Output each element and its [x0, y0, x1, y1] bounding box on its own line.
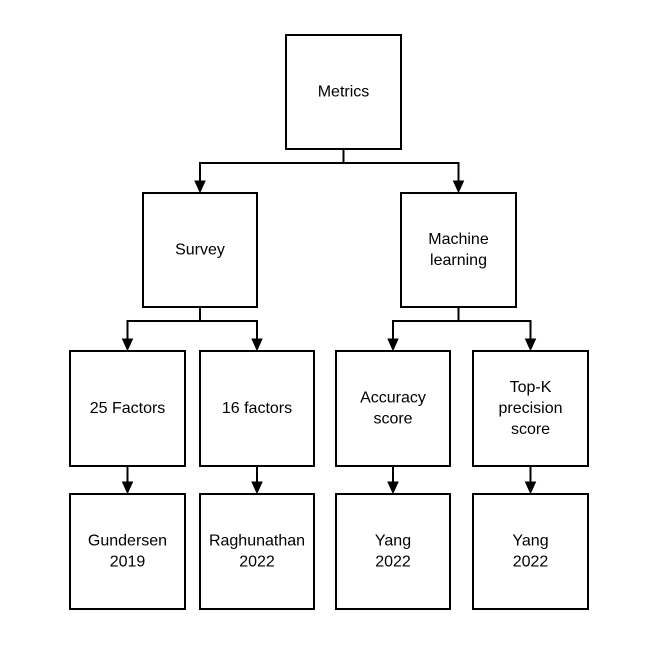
- edge-machine-learning-to-accuracy-score: [392, 307, 460, 341]
- node-raghunathan-2022: Raghunathan 2022: [199, 493, 315, 610]
- node-box-metrics: [285, 34, 402, 150]
- node-label-metrics-line-1: Metrics: [318, 84, 370, 101]
- node-label-gundersen-2019-line-1: Gundersen: [88, 533, 167, 550]
- node-label-topk-precision-score-line-3: score: [511, 421, 550, 438]
- node-box-yang-2022-b: [472, 493, 589, 610]
- node-survey: Survey: [142, 192, 258, 308]
- arrowhead-factors-25-to-gundersen-2019: [121, 481, 134, 495]
- node-box-survey: [142, 192, 258, 308]
- node-box-topk-precision-score: [472, 350, 589, 467]
- node-factors-16: 16 factors: [199, 350, 315, 467]
- node-label-factors-25-line-1: 25 Factors: [90, 400, 166, 417]
- node-label-yang-2022-a-line-2: 2022: [375, 554, 411, 571]
- node-box-raghunathan-2022: [199, 493, 315, 610]
- node-metrics: Metrics: [285, 34, 402, 150]
- node-box-yang-2022-a: [335, 493, 451, 610]
- edge-metrics-to-survey: [199, 149, 345, 183]
- edge-metrics-to-machine-learning: [342, 149, 460, 183]
- arrowhead-survey-to-factors-25: [121, 338, 134, 352]
- arrowhead-factors-16-to-raghunathan-2022: [251, 481, 263, 495]
- node-label-gundersen-2019-line-2: 2019: [110, 554, 146, 571]
- node-box-factors-25: [69, 350, 186, 467]
- node-label-factors-16-line-1: 16 factors: [222, 400, 292, 417]
- node-label-machine-learning-line-1: Machine: [428, 231, 489, 248]
- node-label-raghunathan-2022-line-2: 2022: [239, 554, 275, 571]
- node-label-accuracy-score-line-2: score: [373, 411, 412, 428]
- edge-machine-learning-to-topk-precision-score: [457, 307, 532, 341]
- arrowhead-topk-precision-score-to-yang-2022-b: [524, 481, 537, 495]
- arrowhead-survey-to-factors-16: [251, 338, 263, 352]
- edge-survey-to-factors-16: [199, 307, 258, 341]
- node-label-survey-line-1: Survey: [175, 242, 225, 259]
- node-label-yang-2022-a-line-1: Yang: [375, 533, 411, 550]
- node-gundersen-2019: Gundersen 2019: [69, 493, 186, 610]
- edges-layer: [121, 149, 537, 495]
- node-machine-learning: Machine learning: [400, 192, 517, 308]
- node-topk-precision-score: Top-K precision score: [472, 350, 589, 467]
- node-label-accuracy-score-line-1: Accuracy: [360, 390, 426, 407]
- arrowhead-metrics-to-machine-learning: [452, 180, 465, 194]
- edge-survey-to-factors-25: [126, 307, 201, 341]
- arrowhead-machine-learning-to-accuracy-score: [387, 338, 399, 352]
- arrowhead-machine-learning-to-topk-precision-score: [524, 338, 537, 352]
- node-box-factors-16: [199, 350, 315, 467]
- node-box-machine-learning: [400, 192, 517, 308]
- node-accuracy-score: Accuracy score: [335, 350, 451, 467]
- node-label-topk-precision-score-line-2: precision: [498, 400, 562, 417]
- arrowhead-accuracy-score-to-yang-2022-a: [387, 481, 399, 495]
- node-yang-2022-a: Yang 2022: [335, 493, 451, 610]
- node-box-gundersen-2019: [69, 493, 186, 610]
- node-label-yang-2022-b-line-2: 2022: [513, 554, 549, 571]
- node-yang-2022-b: Yang 2022: [472, 493, 589, 610]
- node-box-accuracy-score: [335, 350, 451, 467]
- node-label-raghunathan-2022-line-1: Raghunathan: [209, 533, 305, 550]
- node-label-yang-2022-b-line-1: Yang: [512, 533, 548, 550]
- node-label-topk-precision-score-line-1: Top-K: [510, 379, 552, 396]
- node-factors-25: 25 Factors: [69, 350, 186, 467]
- arrowhead-metrics-to-survey: [194, 180, 206, 194]
- node-label-machine-learning-line-2: learning: [430, 252, 487, 269]
